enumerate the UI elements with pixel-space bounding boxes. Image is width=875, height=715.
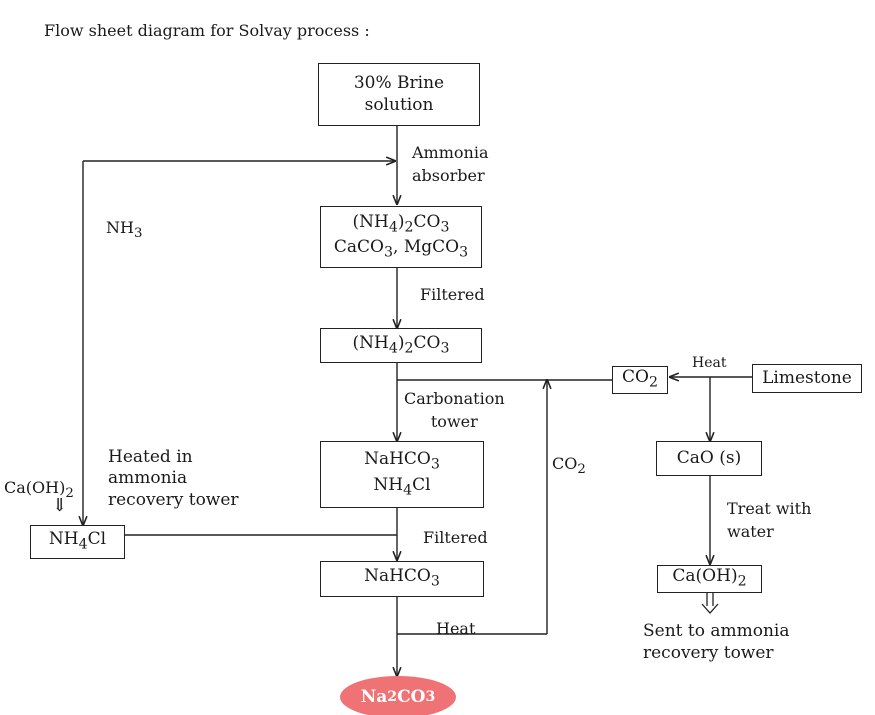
mix-line-2: CaCO3, MgCO3 [333,237,469,261]
label-filtered-1: Filtered [420,285,485,304]
bicarb-line-2: NH4Cl [373,474,431,498]
box-brine-solution: 30% Brine solution [318,63,480,126]
box-carbon-dioxide: CO2 [612,366,668,394]
calcium-hydroxide-formula: Ca(OH)2 [672,566,747,590]
box-calcium-oxide: CaO (s) [656,441,762,476]
ammonium-chloride-formula: NH4Cl [48,529,107,553]
mix-line-1: (NH4)2CO3 [352,211,450,236]
brine-line-2: solution [364,94,434,115]
ammonium-carbonate-formula: (NH4)2CO3 [352,332,450,357]
double-arrow-right [701,593,719,614]
label-heat-top: Heat [692,355,727,371]
box-calcium-hydroxide: Ca(OH)2 [657,565,762,593]
label-heated-in-recovery-tower: Heated in ammonia recovery tower [108,447,239,510]
label-co2-side: CO2 [552,454,586,478]
label-carbonation-tower: Carbonation tower [404,389,505,432]
brine-line-1: 30% Brine [353,73,445,94]
limestone-text: Limestone [762,367,852,388]
label-nh3: NH3 [106,218,143,242]
calcium-oxide-text: CaO (s) [676,447,742,468]
double-arrow-left: ⇓ [52,495,68,516]
box-ammonium-carbonate-mixture: (NH4)2CO3 CaCO3, MgCO3 [320,206,482,268]
label-ammonia-absorber: Ammonia absorber [412,143,489,186]
carbon-dioxide-formula: CO2 [622,367,658,391]
bicarb-line-1: NaHCO3 [364,449,440,473]
diagram-title: Flow sheet diagram for Solvay process : [44,21,370,40]
box-bicarbonate-mixture: NaHCO3 NH4Cl [320,441,484,508]
label-caoh2-left: Ca(OH)2 [4,478,74,502]
label-sent-to-recovery-tower: Sent to ammonia recovery tower [643,621,790,664]
box-ammonium-chloride: NH4Cl [30,525,125,559]
box-sodium-bicarbonate: NaHCO3 [320,561,484,597]
label-filtered-2: Filtered [423,528,488,547]
label-heat-bottom: Heat [436,619,476,638]
box-limestone: Limestone [752,364,862,393]
label-treat-with-water: Treat with water [727,499,812,542]
sodium-bicarbonate-formula: NaHCO3 [364,566,440,590]
box-ammonium-carbonate: (NH4)2CO3 [320,328,482,363]
